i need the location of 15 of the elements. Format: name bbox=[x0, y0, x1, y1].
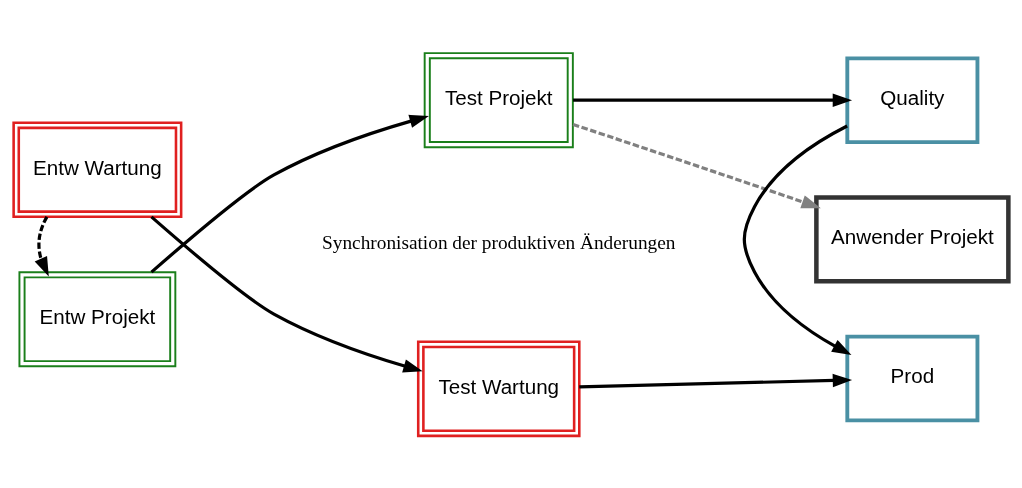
arrow bbox=[150, 215, 423, 372]
arrow bbox=[150, 114, 429, 273]
arrow bbox=[742, 124, 852, 355]
arrow bbox=[34, 215, 49, 276]
arrow bbox=[579, 373, 853, 388]
arrow bbox=[573, 92, 853, 107]
arrow bbox=[572, 122, 821, 208]
node-box: Test Projekt bbox=[423, 51, 574, 148]
node-box: Anwender Projekt bbox=[814, 194, 1011, 283]
node-box: Test Wartung bbox=[416, 340, 581, 437]
node-box: Prod bbox=[845, 334, 980, 422]
label: Synchronisation der produktiven Änderungen bbox=[322, 231, 676, 253]
node-box: Entw Wartung bbox=[12, 120, 183, 218]
node-box: Quality bbox=[845, 55, 980, 144]
node-box: Entw Projekt bbox=[18, 270, 177, 367]
